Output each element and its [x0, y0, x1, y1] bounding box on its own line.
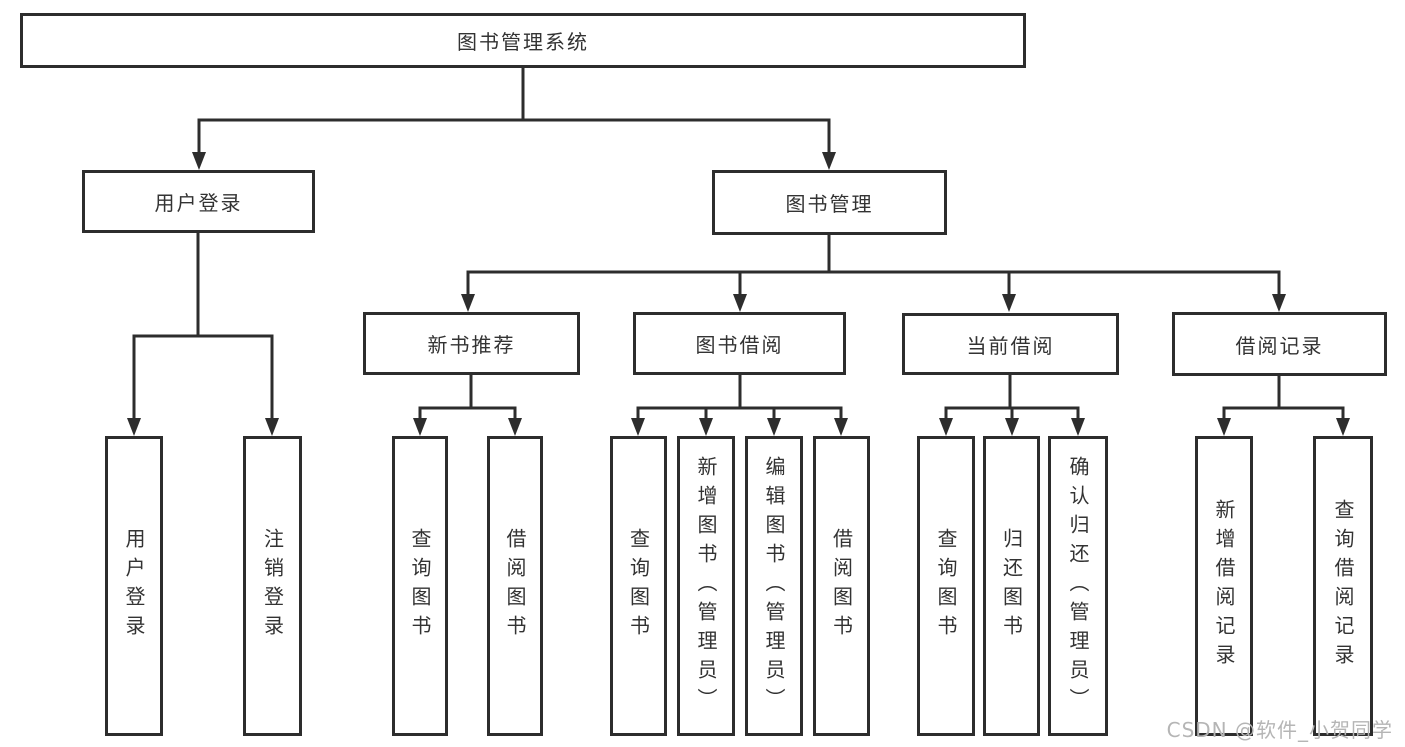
- connector-login-to-leaves: [127, 233, 279, 436]
- leaf-label: 用户登录: [122, 528, 146, 644]
- connector-current-to-leaves: [939, 375, 1085, 436]
- leaf-edit-books-admin: 编辑图书（管理员）: [745, 436, 803, 736]
- leaf-add-books-admin: 新增图书（管理员）: [677, 436, 735, 736]
- leaf-label: 确认归还（管理员）: [1066, 455, 1090, 717]
- node-user-login: 用户登录: [82, 170, 315, 233]
- leaf-label: 查询借阅记录: [1331, 499, 1355, 673]
- leaf-label: 新增图书（管理员）: [694, 455, 718, 717]
- leaf-user-login: 用户登录: [105, 436, 163, 736]
- leaf-label: 借阅图书: [829, 528, 854, 644]
- leaf-query-books-borrow: 查询图书: [610, 436, 667, 736]
- node-book-management: 图书管理: [712, 170, 947, 235]
- connector-mgmt-to-level3: [461, 235, 1286, 312]
- leaf-label: 查询图书: [408, 528, 432, 644]
- connector-borrow-to-leaves: [631, 375, 848, 436]
- connector-records-to-leaves: [1217, 376, 1350, 436]
- leaf-query-books-recommend: 查询图书: [392, 436, 448, 736]
- leaf-label: 归还图书: [999, 528, 1024, 644]
- node-book-borrow: 图书借阅: [633, 312, 846, 375]
- node-current-borrow: 当前借阅: [902, 313, 1119, 375]
- leaf-label: 注销登录: [260, 528, 285, 644]
- leaf-return-books: 归还图书: [983, 436, 1040, 736]
- node-root-system: 图书管理系统: [20, 13, 1026, 68]
- leaf-label: 查询图书: [626, 528, 651, 644]
- leaf-confirm-return-admin: 确认归还（管理员）: [1048, 436, 1108, 736]
- leaf-borrow-books: 借阅图书: [813, 436, 870, 736]
- csdn-watermark: CSDN @软件_小贺同学: [1166, 718, 1393, 742]
- leaf-add-borrow-record: 新增借阅记录: [1195, 436, 1253, 736]
- leaf-borrow-books-recommend: 借阅图书: [487, 436, 543, 736]
- leaf-label: 新增借阅记录: [1212, 499, 1236, 673]
- node-new-book-recommend: 新书推荐: [363, 312, 580, 375]
- connector-root-to-level2: [192, 68, 836, 170]
- node-borrow-records: 借阅记录: [1172, 312, 1387, 376]
- leaf-logout: 注销登录: [243, 436, 302, 736]
- leaf-label: 编辑图书（管理员）: [762, 455, 786, 717]
- leaf-label: 查询图书: [934, 528, 958, 644]
- leaf-label: 借阅图书: [503, 528, 527, 644]
- leaf-query-books-current: 查询图书: [917, 436, 975, 736]
- connector-recommend-to-leaves: [413, 375, 522, 436]
- leaf-query-borrow-record: 查询借阅记录: [1313, 436, 1373, 736]
